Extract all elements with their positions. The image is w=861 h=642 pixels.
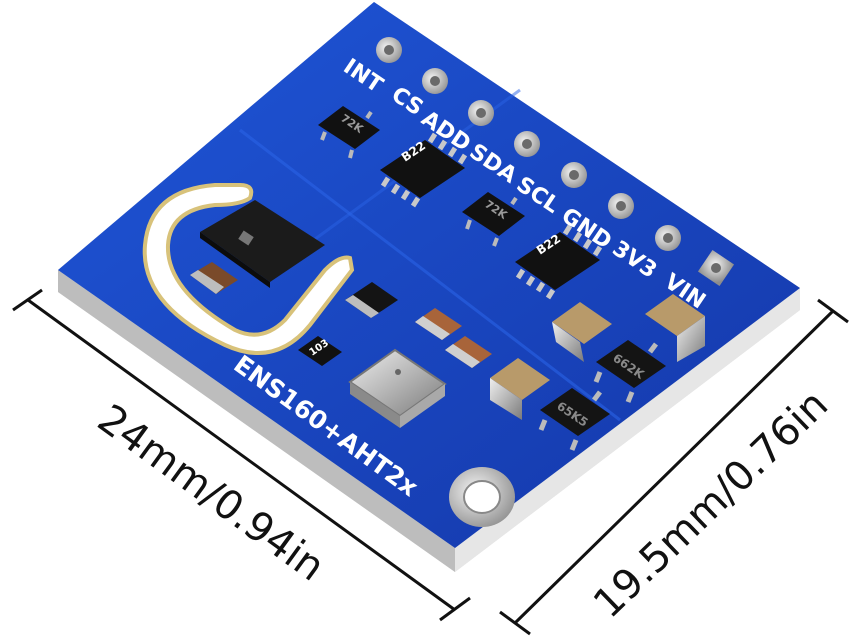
pad-add — [468, 100, 494, 126]
height-dimension — [499, 298, 849, 636]
capacitor-bottom — [490, 358, 550, 420]
sensor-isolation-slot — [142, 183, 355, 355]
pad-3v3 — [655, 225, 681, 251]
resistor-array-top: B22 — [380, 132, 468, 208]
pad-cs — [422, 68, 448, 94]
capacitor-sensor — [190, 262, 238, 294]
pad-int — [376, 37, 402, 63]
width-dimension — [12, 288, 471, 622]
capacitor-right-2 — [645, 294, 705, 362]
pad-vin — [697, 249, 735, 287]
capacitor-right-1 — [552, 302, 612, 362]
pad-gnd — [608, 193, 634, 219]
pcb-board — [58, 2, 800, 572]
transistor-middle: 72K — [462, 192, 525, 247]
smd-component-103: 103 — [298, 336, 342, 366]
aht2x-humidity-sensor — [200, 200, 325, 288]
mounting-hole — [449, 467, 515, 527]
diode — [345, 282, 398, 318]
pad-sda — [514, 131, 540, 157]
capacitor-center-2 — [445, 336, 492, 368]
header-pads — [376, 37, 735, 287]
capacitor-center-1 — [415, 308, 462, 340]
ens160-gas-sensor — [348, 348, 447, 428]
resistor-array-middle: B22 — [515, 224, 603, 300]
regulator-right: 662K — [593, 340, 666, 403]
pad-scl — [561, 162, 587, 188]
